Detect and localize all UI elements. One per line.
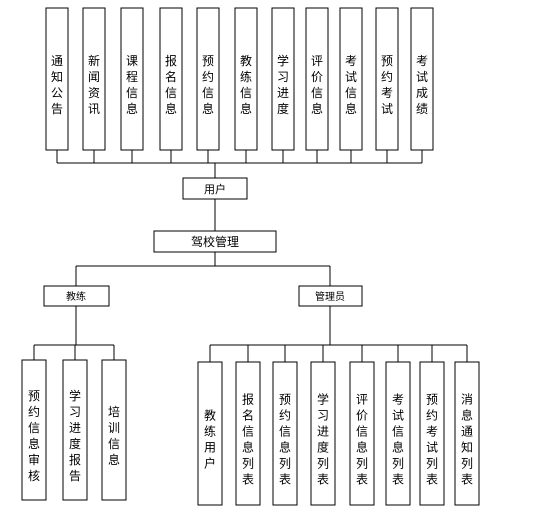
admin-child-label: 评价信息列表	[356, 393, 368, 487]
coach-node-label: 教练	[66, 290, 86, 303]
user-child-label: 课程信息	[126, 54, 138, 116]
user-child-label: 考试信息	[345, 54, 357, 116]
user-children: 通知公告 新闻资讯 课程信息 报名信息 预约信息 教练信息 学习进度 评价信息 考试信息 预约考试…	[45, 7, 434, 151]
admin-child-label: 预约考试列表	[426, 393, 438, 487]
user-child-label: 学习进度	[277, 53, 289, 116]
admin-child-box	[272, 361, 298, 506]
user-child-label: 教练信息	[240, 53, 252, 116]
user-node-box	[182, 177, 248, 200]
admin-children: 教练用户 报名信息列表 预约信息列表 学习进度列表 评价信息列表 考试信息列表 预约考试列表…	[197, 361, 480, 506]
user-child-label: 报名信息	[165, 53, 177, 116]
coach-child-box	[62, 359, 88, 501]
user-child-box	[305, 7, 329, 151]
coach-children: 预约信息审核 学习进度报告 培训信息	[21, 359, 127, 501]
user-child-box	[271, 7, 295, 151]
user-child-box	[234, 7, 258, 151]
user-child-label: 新闻资讯	[88, 53, 100, 116]
user-child-box	[45, 7, 69, 151]
coach-child-label: 预约信息审核	[28, 389, 40, 483]
admin-child-label: 预约信息列表	[279, 393, 291, 487]
admin-child-label: 报名信息列表	[242, 392, 254, 487]
user-child-box	[120, 7, 144, 151]
admin-node-box	[298, 285, 363, 307]
admin-child-label: 消息通知列表	[461, 393, 473, 487]
user-child-label: 预约考试	[381, 54, 393, 116]
admin-child-box	[419, 361, 445, 506]
user-child-box	[375, 7, 399, 151]
user-child-box	[339, 7, 363, 151]
coach-child-box	[21, 359, 47, 501]
user-child-label: 考试成绩	[416, 54, 428, 116]
admin-child-box	[349, 361, 375, 506]
user-child-box	[410, 7, 434, 151]
admin-node-label: 管理员	[315, 290, 345, 303]
user-child-box	[82, 7, 106, 151]
admin-child-box	[235, 361, 261, 506]
user-child-box	[159, 7, 183, 151]
diagram-nodes: 用户 驾校管理 教练 管理员	[43, 177, 363, 307]
connector-lines	[33, 150, 468, 362]
coach-child-label: 培训信息	[108, 404, 120, 467]
user-node-label: 用户	[204, 182, 226, 196]
coach-child-box	[101, 359, 127, 501]
coach-child-label: 学习进度报告	[69, 388, 81, 483]
admin-child-label: 考试信息列表	[392, 393, 404, 487]
root-node-box	[153, 230, 277, 253]
admin-child-label: 学习进度列表	[317, 392, 329, 487]
user-child-label: 预约信息	[202, 54, 214, 116]
admin-child-box	[385, 361, 411, 506]
coach-node-box	[43, 285, 110, 307]
user-child-box	[196, 7, 220, 151]
admin-child-label: 教练用户	[204, 408, 216, 471]
user-child-label: 评价信息	[311, 54, 323, 116]
admin-child-box	[197, 361, 223, 506]
admin-child-box	[454, 361, 480, 506]
user-child-label: 通知公告	[51, 54, 63, 116]
admin-child-box	[310, 361, 336, 506]
root-node-label: 驾校管理	[191, 234, 239, 249]
